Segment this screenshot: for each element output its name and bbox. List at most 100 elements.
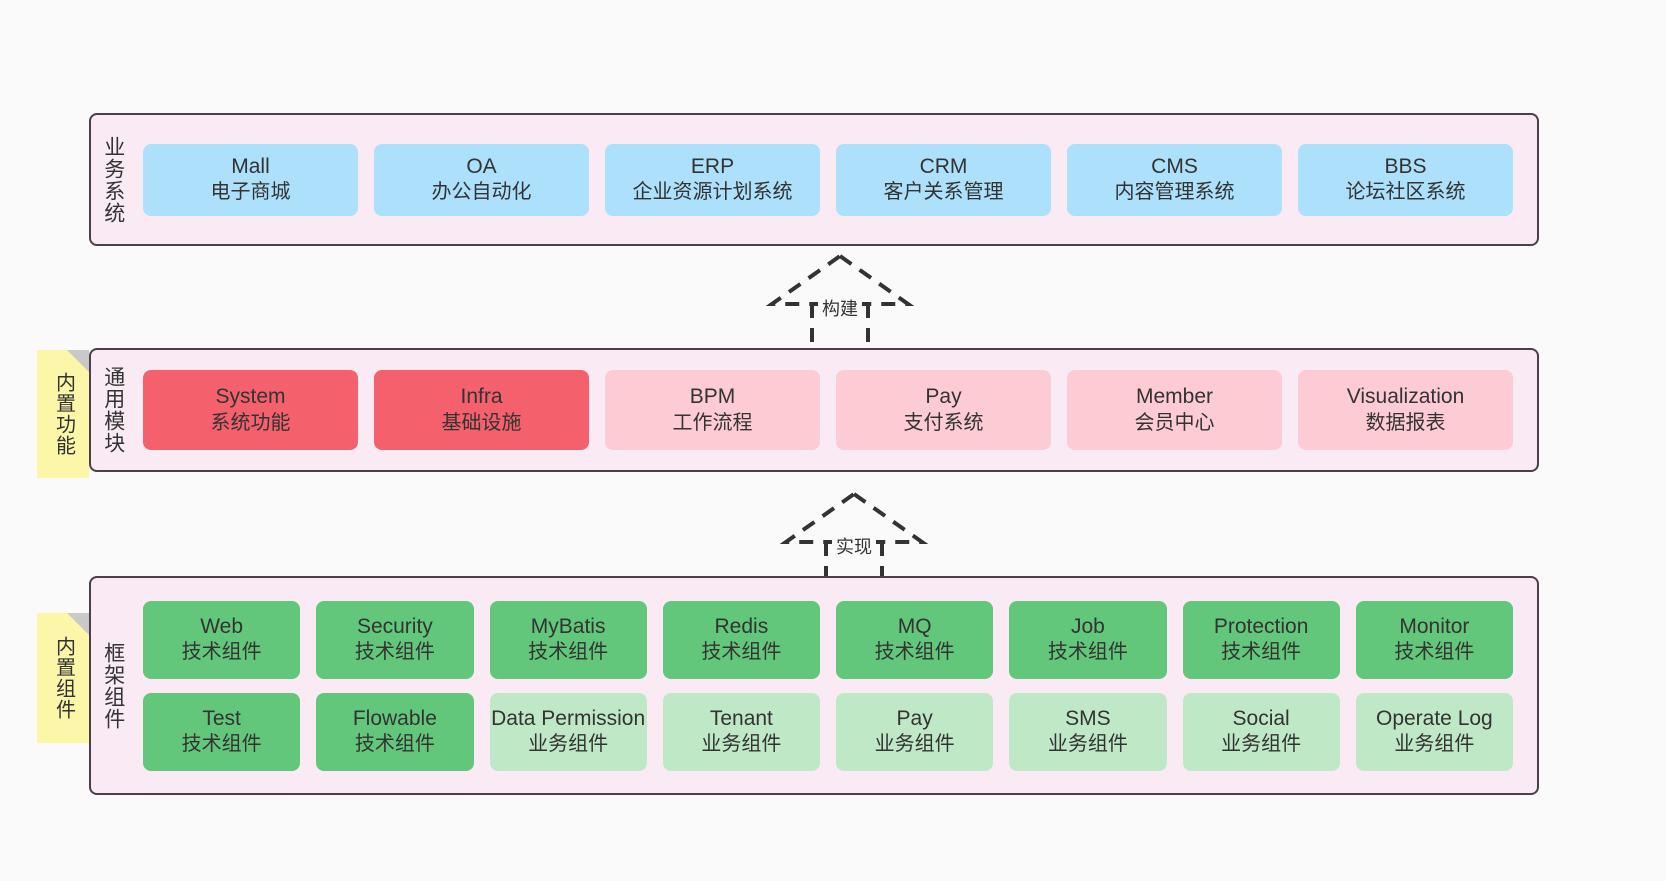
node-data-permission[interactable]: Data Permission 业务组件 [489, 692, 647, 771]
node-title: Data Permission [491, 706, 646, 730]
layer-common-module-body: System 系统功能 Infra 基础设施 BPM 工作流程 Pay 支付系统… [135, 350, 1537, 470]
node-subtitle: 技术组件 [181, 641, 262, 664]
node-title: CMS [1151, 154, 1198, 178]
node-title: Mall [231, 154, 270, 178]
node-redis[interactable]: Redis 技术组件 [662, 600, 820, 679]
node-sms[interactable]: SMS 业务组件 [1009, 692, 1167, 771]
node-subtitle: 业务组件 [528, 733, 609, 756]
node-title: Pay [896, 706, 933, 730]
node-pay-component[interactable]: Pay 业务组件 [836, 692, 994, 771]
node-mall[interactable]: Mall 电子商城 [143, 143, 358, 216]
node-mq[interactable]: MQ 技术组件 [836, 600, 994, 679]
node-title: Job [1070, 614, 1105, 638]
node-title: Protection [1213, 614, 1309, 638]
node-title: Monitor [1399, 614, 1470, 638]
node-title: Web [200, 614, 244, 638]
node-visualization[interactable]: Visualization 数据报表 [1298, 370, 1513, 450]
note-builtin-components-label: 内置组件 [52, 636, 75, 720]
node-title: Member [1135, 385, 1214, 409]
layer-framework-component-label: 框架组件 [101, 641, 125, 730]
node-subtitle: 基础设施 [441, 411, 522, 434]
node-row: Test 技术组件 Flowable 技术组件 Data Permission … [135, 692, 1521, 771]
layer-framework-component[interactable]: 框架组件 Web 技术组件 Security 技术组件 MyBatis 技术组件… [89, 576, 1539, 795]
layer-framework-component-body: Web 技术组件 Security 技术组件 MyBatis 技术组件 Redi… [135, 578, 1537, 793]
connector-implement: 实现 [774, 490, 934, 590]
node-subtitle: 技术组件 [354, 733, 435, 756]
layer-business-system-label: 业务系统 [101, 135, 125, 224]
node-title: MQ [897, 614, 932, 638]
node-protection[interactable]: Protection 技术组件 [1182, 600, 1340, 679]
node-oa[interactable]: OA 办公自动化 [374, 143, 589, 216]
node-pay[interactable]: Pay 支付系统 [836, 370, 1051, 450]
node-tenant[interactable]: Tenant 业务组件 [662, 692, 820, 771]
node-title: CRM [919, 154, 968, 178]
node-mybatis[interactable]: MyBatis 技术组件 [489, 600, 647, 679]
node-web[interactable]: Web 技术组件 [143, 600, 301, 679]
node-title: ERP [690, 154, 735, 178]
note-builtin-features-label: 内置功能 [52, 372, 75, 456]
node-title: Tenant [709, 706, 773, 730]
node-subtitle: 技术组件 [354, 641, 435, 664]
node-flowable[interactable]: Flowable 技术组件 [316, 692, 474, 771]
node-subtitle: 业务组件 [1394, 733, 1475, 756]
node-cms[interactable]: CMS 内容管理系统 [1067, 143, 1282, 216]
node-security[interactable]: Security 技术组件 [316, 600, 474, 679]
node-subtitle: 会员中心 [1134, 411, 1215, 434]
node-system[interactable]: System 系统功能 [143, 370, 358, 450]
node-title: MyBatis [530, 614, 606, 638]
node-title: BBS [1384, 154, 1427, 178]
node-subtitle: 业务组件 [1221, 733, 1302, 756]
node-operate-log[interactable]: Operate Log 业务组件 [1355, 692, 1513, 771]
note-builtin-components[interactable]: 内置组件 [37, 613, 89, 743]
layer-common-module-label: 通用模块 [101, 366, 125, 454]
node-title: BPM [689, 385, 736, 409]
node-title: Visualization [1346, 385, 1465, 409]
node-bpm[interactable]: BPM 工作流程 [605, 370, 820, 450]
node-erp[interactable]: ERP 企业资源计划系统 [605, 143, 820, 216]
node-subtitle: 数据报表 [1365, 411, 1446, 434]
node-social[interactable]: Social 业务组件 [1182, 692, 1340, 771]
node-row: System 系统功能 Infra 基础设施 BPM 工作流程 Pay 支付系统… [135, 370, 1521, 450]
node-crm[interactable]: CRM 客户关系管理 [836, 143, 1051, 216]
layer-business-system[interactable]: 业务系统 Mall 电子商城 OA 办公自动化 ERP 企业资源计划系统 CRM… [89, 113, 1539, 246]
node-title: Security [356, 614, 433, 638]
node-title: SMS [1065, 706, 1111, 730]
node-test[interactable]: Test 技术组件 [143, 692, 301, 771]
node-member[interactable]: Member 会员中心 [1067, 370, 1282, 450]
node-row: Mall 电子商城 OA 办公自动化 ERP 企业资源计划系统 CRM 客户关系… [135, 143, 1521, 216]
node-subtitle: 内容管理系统 [1114, 181, 1235, 204]
node-subtitle: 系统功能 [210, 411, 291, 434]
node-subtitle: 技术组件 [1394, 641, 1475, 664]
node-row: Web 技术组件 Security 技术组件 MyBatis 技术组件 Redi… [135, 600, 1521, 679]
node-title: Pay [925, 385, 962, 409]
node-title: Social [1232, 706, 1290, 730]
node-subtitle: 业务组件 [701, 733, 782, 756]
node-subtitle: 电子商城 [210, 181, 291, 204]
node-title: Infra [460, 385, 503, 409]
node-job[interactable]: Job 技术组件 [1009, 600, 1167, 679]
node-monitor[interactable]: Monitor 技术组件 [1355, 600, 1513, 679]
node-infra[interactable]: Infra 基础设施 [374, 370, 589, 450]
node-subtitle: 技术组件 [181, 733, 262, 756]
node-title: OA [466, 154, 497, 178]
node-subtitle: 技术组件 [1047, 641, 1128, 664]
node-bbs[interactable]: BBS 论坛社区系统 [1298, 143, 1513, 216]
node-subtitle: 技术组件 [528, 641, 609, 664]
node-subtitle: 业务组件 [874, 733, 955, 756]
node-subtitle: 技术组件 [701, 641, 782, 664]
connector-line-icon [824, 542, 884, 590]
layer-common-module[interactable]: 通用模块 System 系统功能 Infra 基础设施 BPM 工作流程 Pay… [89, 348, 1539, 472]
node-subtitle: 企业资源计划系统 [632, 181, 793, 204]
connector-line-icon [810, 304, 870, 352]
connector-build-label: 构建 [818, 294, 862, 322]
node-subtitle: 技术组件 [1221, 641, 1302, 664]
node-title: Operate Log [1375, 706, 1493, 730]
note-builtin-features[interactable]: 内置功能 [37, 350, 89, 478]
connector-build: 构建 [760, 252, 920, 352]
node-subtitle: 技术组件 [874, 641, 955, 664]
node-subtitle: 客户关系管理 [883, 181, 1004, 204]
layer-business-system-body: Mall 电子商城 OA 办公自动化 ERP 企业资源计划系统 CRM 客户关系… [135, 115, 1537, 244]
node-subtitle: 工作流程 [672, 411, 753, 434]
node-subtitle: 办公自动化 [431, 181, 532, 204]
